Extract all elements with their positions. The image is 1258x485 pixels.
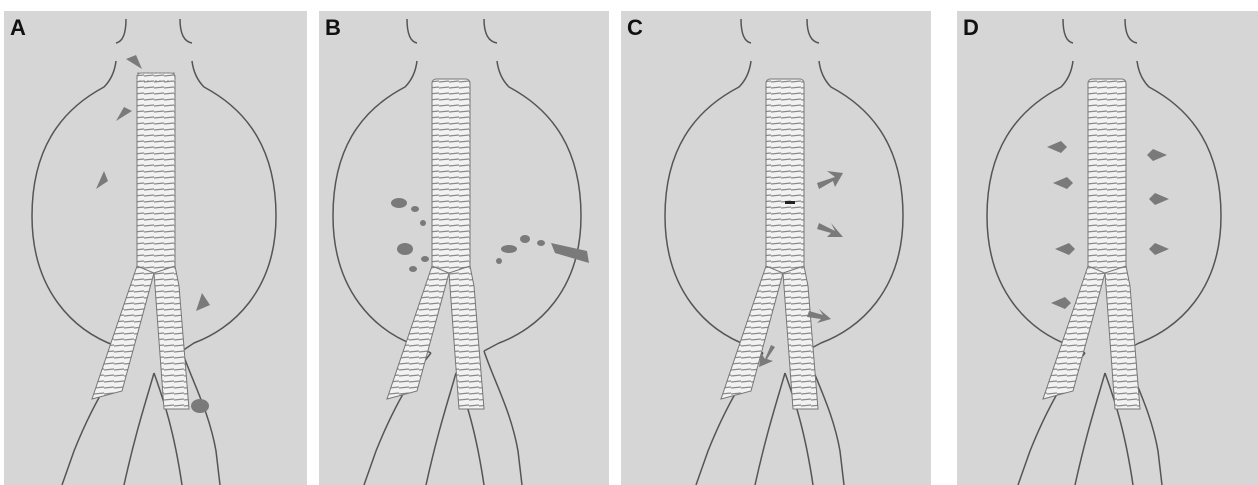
panel-c: C (621, 11, 931, 485)
stent-graft (1043, 79, 1140, 409)
panel-label-b: B (325, 17, 341, 39)
panel-d-drawing (957, 11, 1258, 485)
panel-label-c: C (627, 17, 643, 39)
stent-graft (92, 73, 189, 409)
panel-a: A (4, 11, 307, 485)
panel-label-a: A (10, 17, 26, 39)
panel-c-drawing (621, 11, 931, 485)
panel-b: B (319, 11, 609, 485)
leak-blobs (391, 198, 589, 272)
panel-d: D (957, 11, 1258, 485)
panel-a-drawing (4, 11, 307, 485)
panel-label-d: D (963, 17, 979, 39)
panel-b-drawing (319, 11, 609, 485)
stent-graft (721, 79, 818, 409)
